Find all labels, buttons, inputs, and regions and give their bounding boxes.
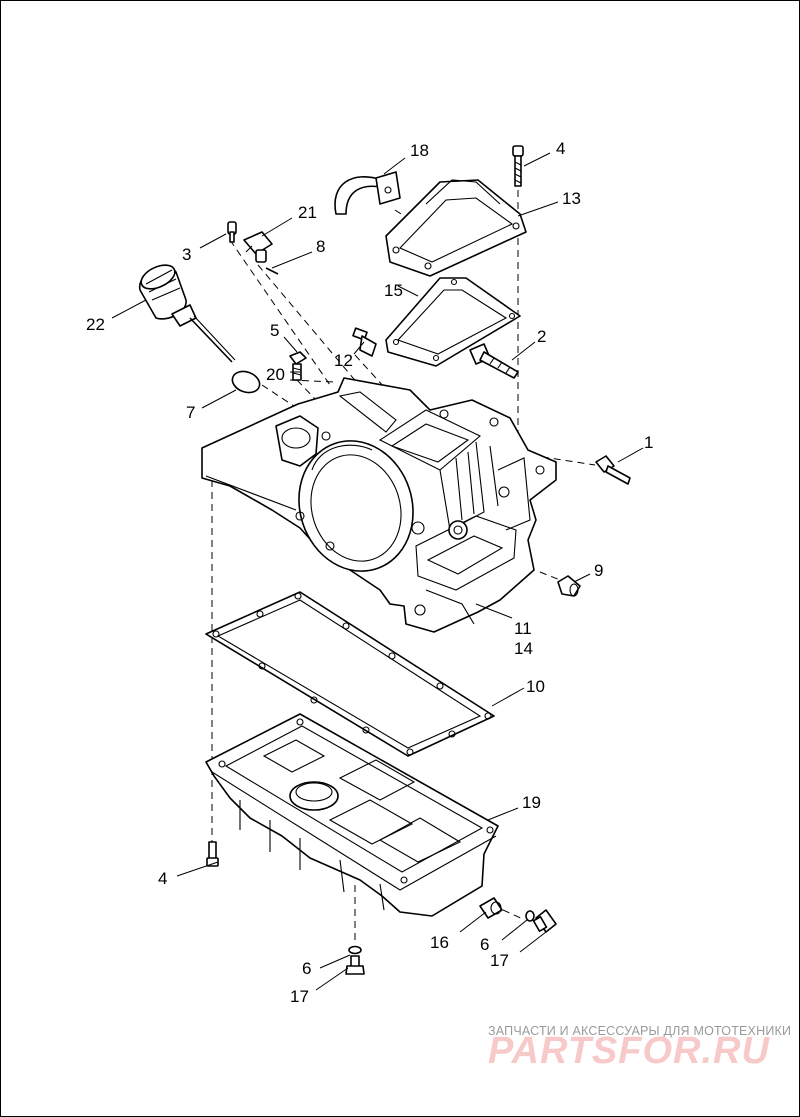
callout-22: 22 [86, 315, 105, 334]
leader-lines [111, 152, 644, 991]
breather-hose-part [334, 171, 401, 215]
fitting-part-5 [289, 351, 307, 365]
bolt-part-4-bottom [206, 841, 219, 867]
callout-14: 14 [514, 639, 533, 658]
watermark-caption: ЗАПЧАСТИ И АКСЕССУАРЫ ДЛЯ МОТОТЕХНИКИ [488, 1024, 792, 1038]
callout-8: 8 [316, 237, 325, 256]
callout-6-right: 6 [480, 935, 489, 954]
callout-18: 18 [410, 141, 429, 160]
washer-part-6-bottom [348, 945, 362, 955]
callout-12: 12 [334, 351, 353, 370]
o-ring-part-7 [231, 370, 261, 394]
callout-15: 15 [384, 281, 403, 300]
callout-17-right: 17 [490, 951, 509, 970]
callout-2: 2 [537, 327, 546, 346]
oil-pan-part [205, 713, 499, 917]
callout-5: 5 [270, 321, 279, 340]
callout-9: 9 [594, 561, 603, 580]
callout-6-bottom: 6 [302, 959, 311, 978]
bolt-part-1 [595, 455, 631, 485]
callout-11: 11 [514, 619, 532, 638]
plug-part-9 [557, 575, 581, 597]
callout-1: 1 [644, 433, 653, 452]
bolt-part-2 [469, 343, 519, 379]
bolt-part-4-top [512, 145, 524, 187]
callout-20: 20 [266, 365, 285, 384]
callout-4-bottom: 4 [158, 869, 167, 888]
callout-4-top: 4 [556, 139, 565, 158]
callout-21: 21 [298, 203, 317, 222]
callout-10: 10 [526, 677, 545, 696]
drain-plug-part-17-bottom [345, 955, 365, 975]
sensor-part-21 [243, 231, 273, 263]
callout-16: 16 [430, 933, 449, 952]
top-gasket-part [385, 277, 521, 367]
dipstick-part [139, 264, 236, 363]
pan-gasket-part [205, 591, 495, 757]
callout-13: 13 [562, 189, 581, 208]
callout-labels: 1 2 3 4 4 5 6 6 7 8 9 10 11 14 12 13 15 … [86, 139, 653, 1006]
housing-part [201, 377, 557, 633]
screw-part-3 [227, 221, 237, 243]
callout-19: 19 [522, 793, 541, 812]
pin-part-8 [265, 267, 279, 275]
top-cover-part [385, 179, 527, 277]
callout-7: 7 [186, 403, 195, 422]
callout-17-bottom: 17 [290, 987, 309, 1006]
plug-part-16 [479, 897, 503, 919]
watermark-logo: PARTSFOR.RU [488, 1030, 770, 1072]
drain-plug-part-17-right [532, 909, 557, 933]
washer-part-6-right [525, 910, 535, 922]
callout-3: 3 [182, 245, 191, 264]
